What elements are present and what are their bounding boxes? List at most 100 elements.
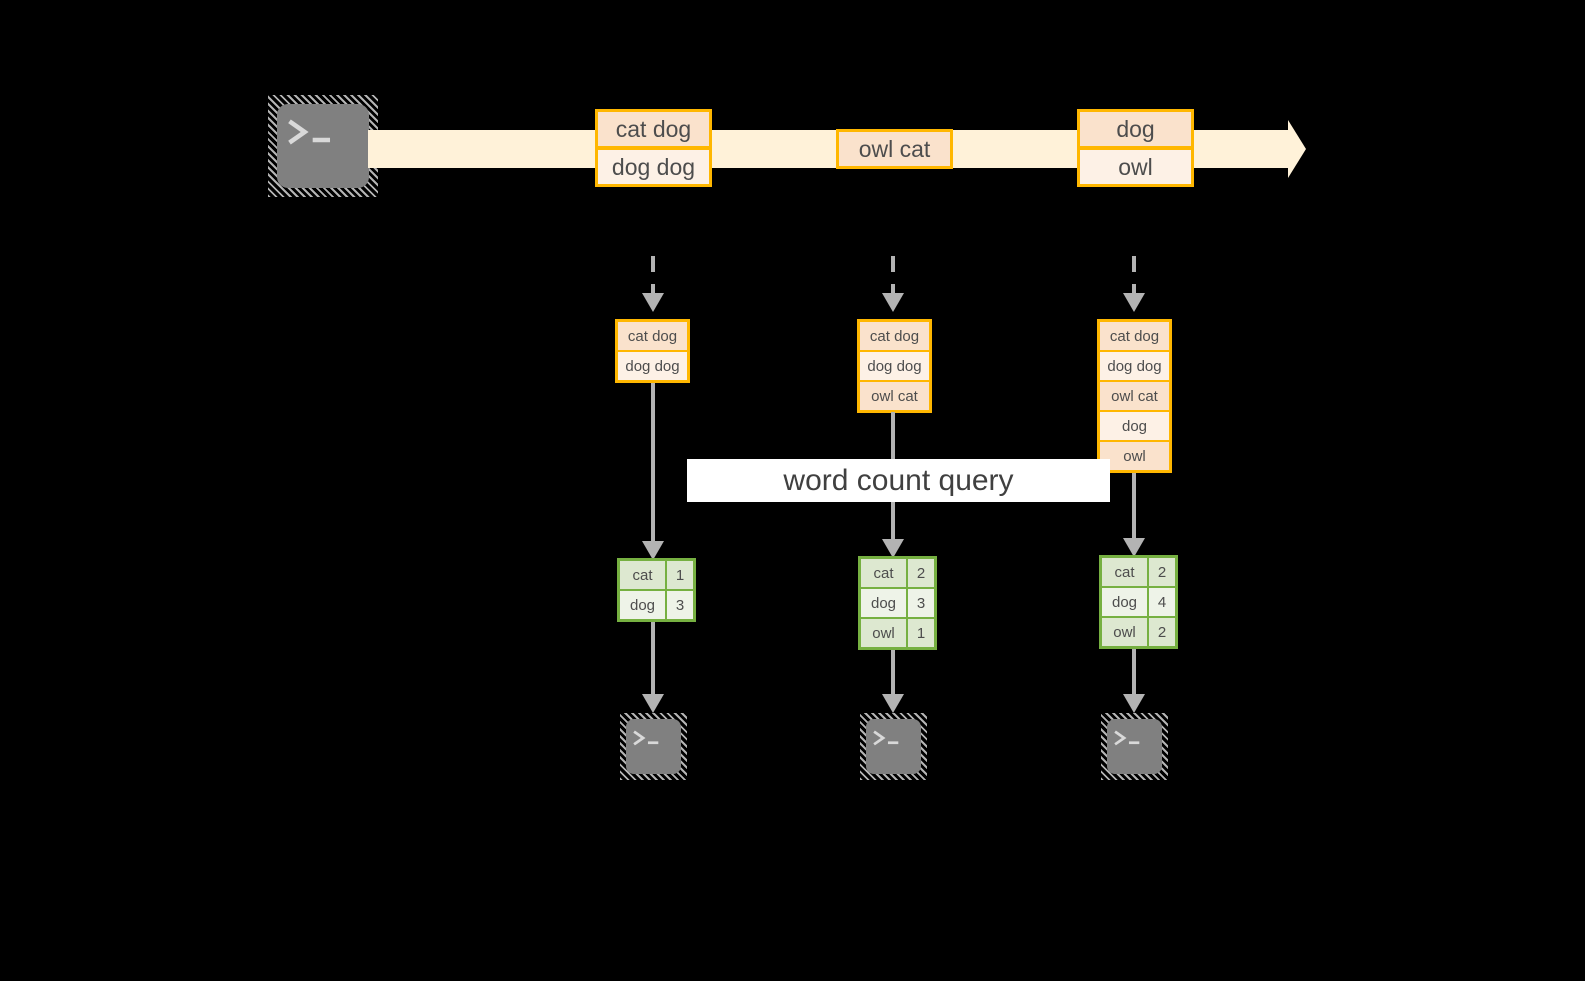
input-row-text: cat dog [1109,327,1160,345]
result-count-text: 2 [1157,563,1167,581]
output-arrowhead-1 [642,694,664,713]
input-row-text: dog dog [625,357,680,375]
input-row: dog dog [860,352,929,380]
result-count-cell: 2 [1149,618,1175,646]
stream-event-3-line-1: dog [1077,109,1194,149]
input-row-text: cat dog [627,327,678,345]
result-word-cell: cat [620,561,665,589]
result-word-text: owl [1113,623,1136,641]
stream-event-2-line-1: owl cat [836,129,953,169]
result-word-text: cat [873,564,894,582]
input-row-text: owl cat [871,387,918,405]
output-arrowhead-2 [882,694,904,713]
terminal-icon-consumer-2[interactable] [860,713,927,780]
terminal-icon-producer[interactable] [268,95,378,197]
query-arrowhead-3 [1123,538,1145,557]
terminal-icon-consumer-1[interactable] [620,713,687,780]
tap-line-3 [1132,256,1136,294]
query-label-text: word count query [783,463,1014,497]
result-count-cell: 1 [667,561,693,589]
stream-event-text: dog dog [611,153,696,180]
query-label: word count query [687,459,1110,502]
result-count-text: 4 [1157,593,1167,611]
result-word-text: dog [870,594,897,612]
input-row: owl cat [860,382,929,410]
input-row: cat dog [1100,322,1169,350]
tap-line-2 [891,256,895,294]
table-row: owl 1 [861,619,934,647]
stream-event-text: dog [1116,115,1155,142]
input-row-text: cat dog [869,327,920,345]
input-row: owl [1100,442,1169,470]
table-row: cat 2 [1102,558,1175,586]
table-row: dog 3 [620,591,693,619]
stream-event-3-line-2: owl [1077,147,1194,187]
result-word-text: cat [1114,563,1135,581]
query-arrowhead-1 [642,541,664,560]
result-word-text: dog [629,596,656,614]
result-word-cell: dog [620,591,665,619]
result-count-text: 2 [916,564,926,582]
table-row: dog 3 [861,589,934,617]
terminal-prompt-glyph [872,730,898,746]
input-row: dog dog [1100,352,1169,380]
table-row: dog 4 [1102,588,1175,616]
terminal-prompt-glyph [1113,730,1139,746]
tap-arrowhead-2 [882,293,904,312]
stream-event-text: cat dog [615,115,692,142]
terminal-screen [277,104,369,188]
snapshot-2-result-table: cat 2 dog 3 owl 1 [858,556,937,650]
input-row: dog dog [618,352,687,380]
stream-event-1-line-2: dog dog [595,147,712,187]
result-count-cell: 2 [908,559,934,587]
snapshot-2-input-table: cat dog dog dog owl cat [857,319,932,413]
result-count-text: 3 [675,596,685,614]
tap-line-1 [651,256,655,294]
result-count-cell: 4 [1149,588,1175,616]
table-row: cat 2 [861,559,934,587]
result-word-cell: dog [1102,588,1147,616]
input-row-text: dog dog [867,357,922,375]
input-row-text: dog dog [1107,357,1162,375]
tap-arrowhead-1 [642,293,664,312]
terminal-screen [1107,719,1162,774]
result-count-cell: 3 [908,589,934,617]
query-arrowhead-2 [882,539,904,558]
result-word-cell: dog [861,589,906,617]
stream-event-text: owl [1118,153,1153,180]
input-row: cat dog [618,322,687,350]
result-word-cell: owl [1102,618,1147,646]
result-count-cell: 2 [1149,558,1175,586]
table-row: owl 2 [1102,618,1175,646]
result-word-cell: cat [1102,558,1147,586]
stream-event-text: owl cat [858,135,931,162]
result-count-text: 3 [916,594,926,612]
result-word-text: dog [1111,593,1138,611]
input-row-text: dog [1121,417,1148,435]
stream-event-1-line-1: cat dog [595,109,712,149]
output-line-2 [891,650,895,698]
input-row-text: owl [1123,447,1146,465]
tap-arrowhead-3 [1123,293,1145,312]
input-row: dog [1100,412,1169,440]
terminal-prompt-glyph [288,119,331,145]
output-line-3 [1132,649,1136,698]
output-line-1 [651,622,655,698]
terminal-icon-consumer-3[interactable] [1101,713,1168,780]
snapshot-1-input-table: cat dog dog dog [615,319,690,383]
table-row: cat 1 [620,561,693,589]
input-row: cat dog [860,322,929,350]
query-line-3 [1132,473,1136,548]
result-count-cell: 3 [667,591,693,619]
result-count-text: 1 [675,566,685,584]
result-word-text: owl [872,624,895,642]
stream-arrowhead-icon [1288,120,1306,178]
result-word-cell: cat [861,559,906,587]
result-word-text: cat [632,566,653,584]
snapshot-3-result-table: cat 2 dog 4 owl 2 [1099,555,1178,649]
query-line-1 [651,383,655,550]
result-count-cell: 1 [908,619,934,647]
input-row-text: owl cat [1111,387,1158,405]
terminal-screen [626,719,681,774]
